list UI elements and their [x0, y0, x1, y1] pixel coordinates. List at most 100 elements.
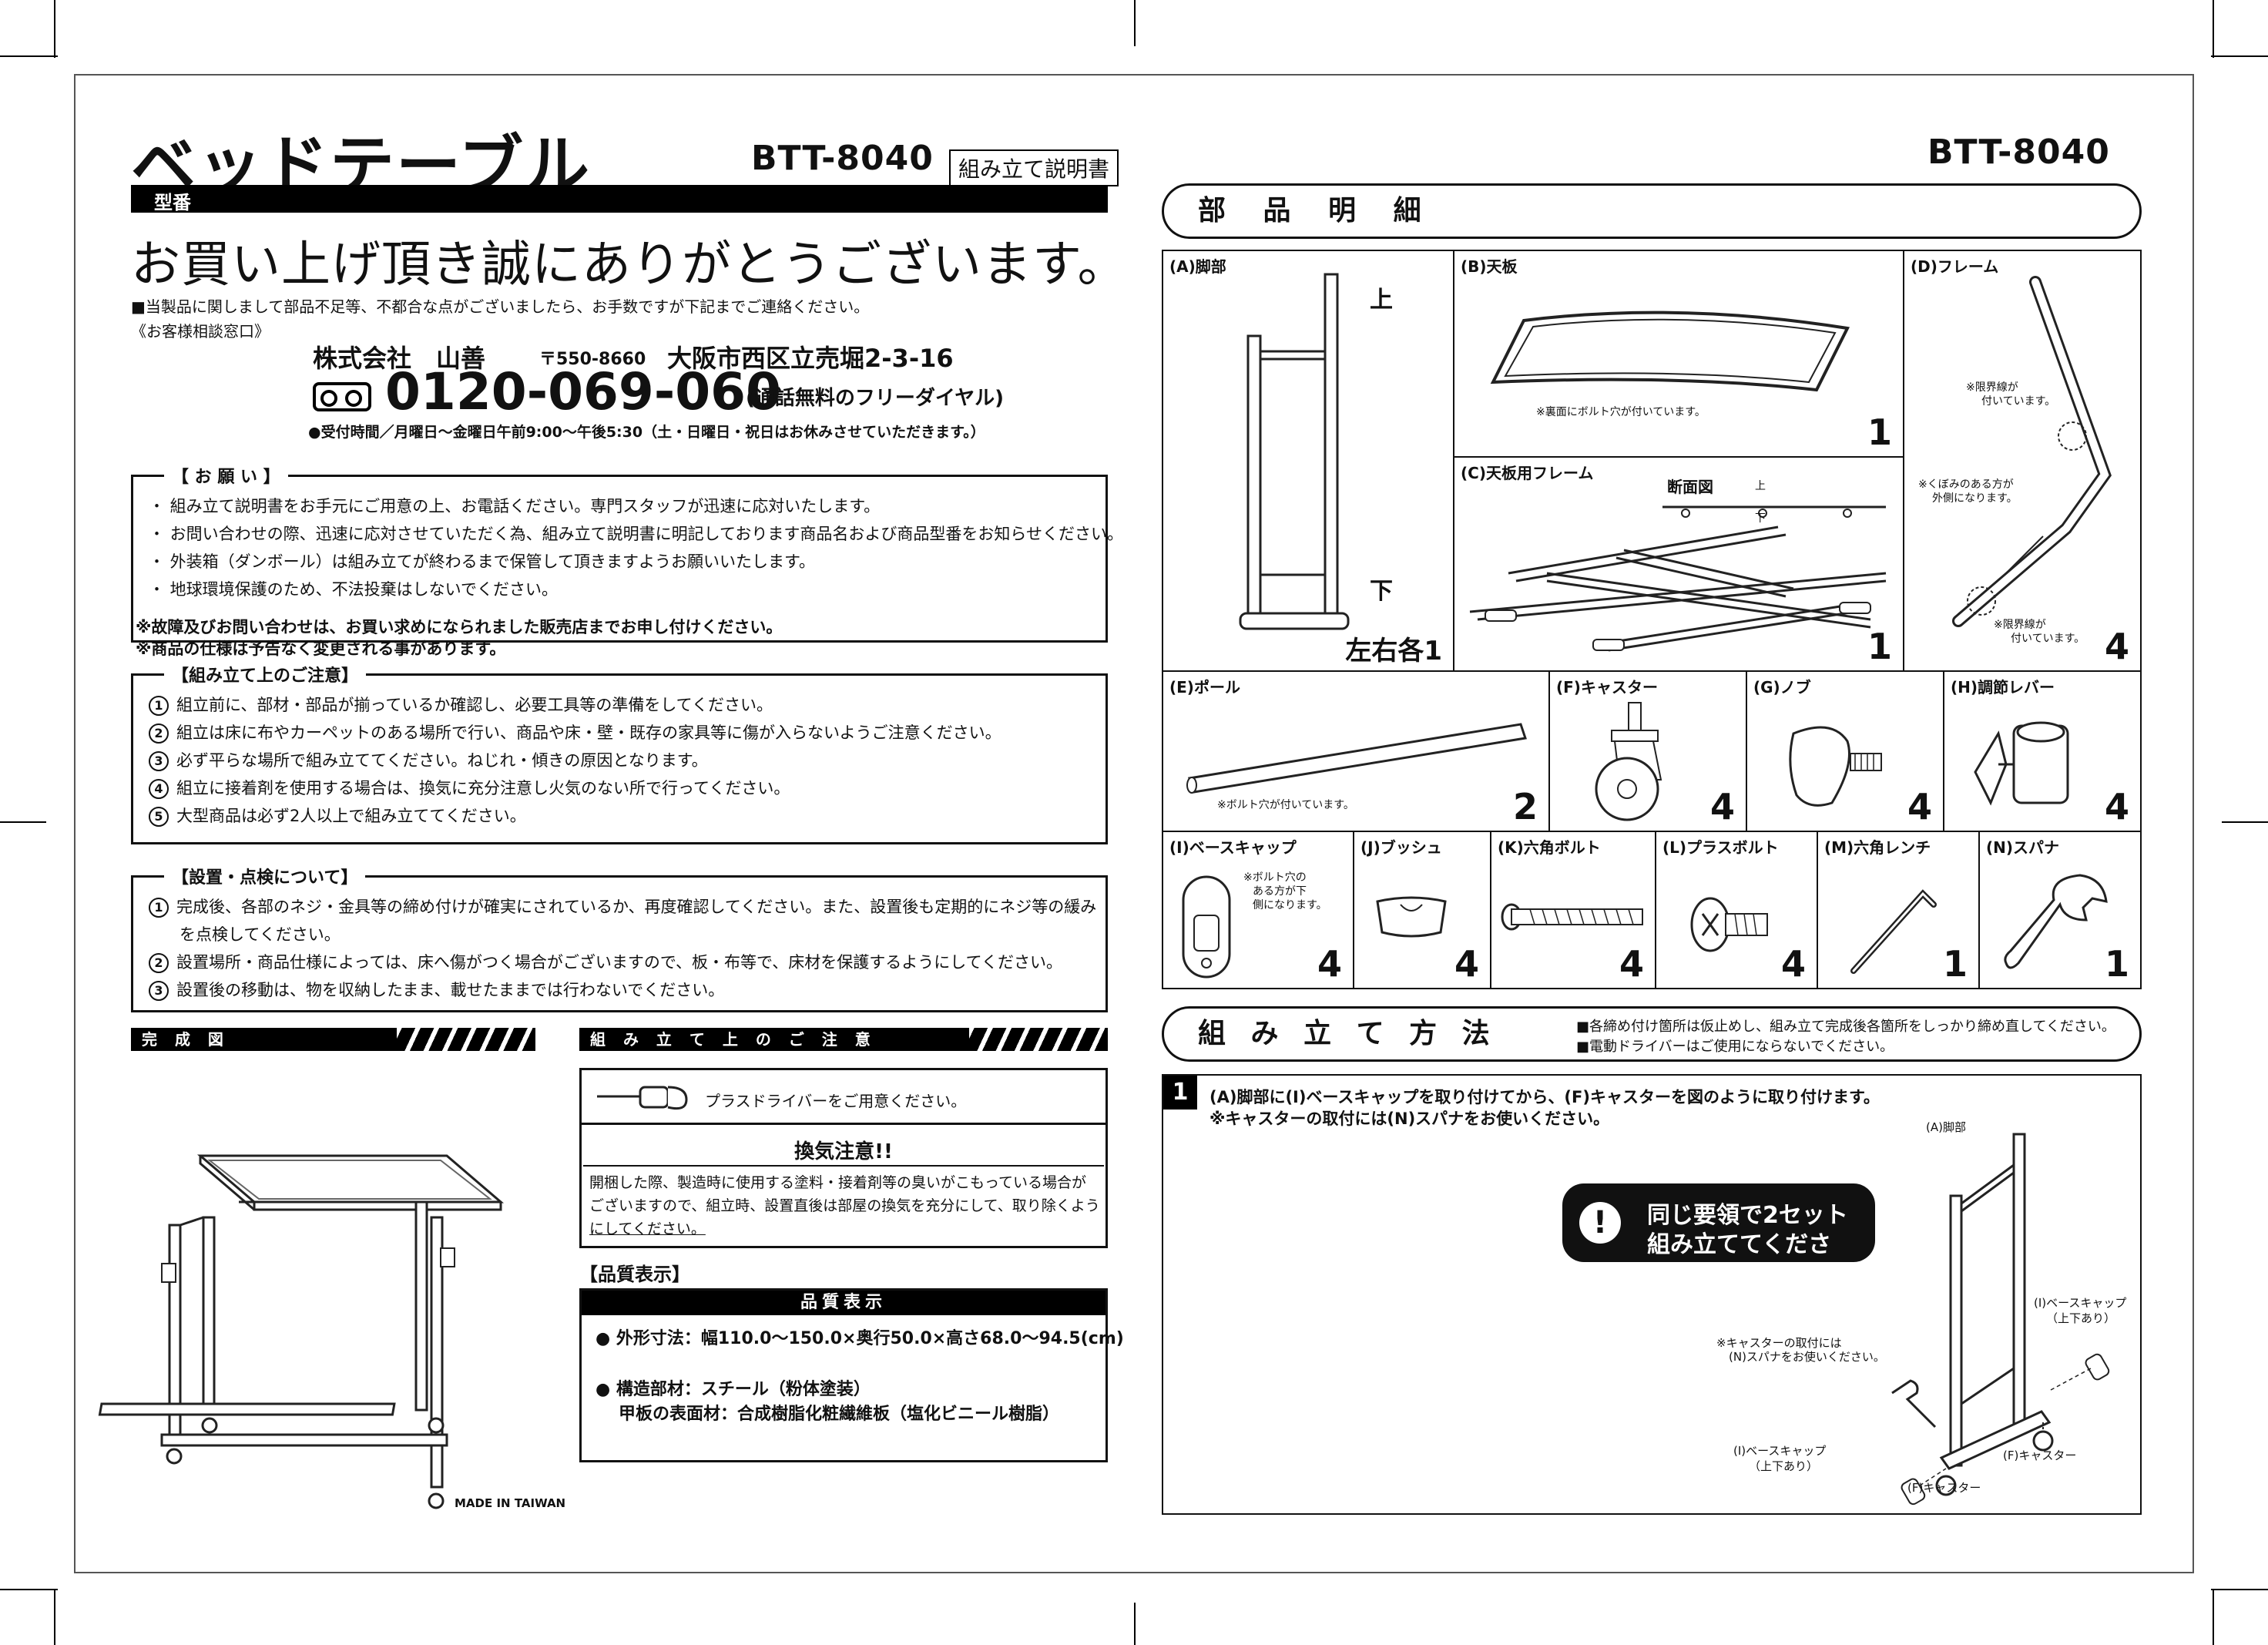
crop-mark [2211, 1589, 2268, 1590]
parts-title: 部 品 明 細 [1162, 183, 2142, 239]
part-L-cell: (L)プラスボルト 4 [1655, 831, 1818, 989]
label-spanner: (N)スパナをお使いください。 [1729, 1350, 1885, 1364]
part-E-cell: (E)ポール ※ボルト穴が付いています。 2 [1162, 670, 1550, 832]
address: 大阪市西区立売堀2-3-16 [667, 344, 954, 373]
part-I-note: ある方が下 [1253, 885, 1307, 898]
spanner-icon [2004, 874, 2108, 969]
part-I-label: (I)ベースキャップ [1169, 838, 1297, 857]
request-item: ・ 組み立て説明書をお手元にご用意の上、お電話ください。専門スタッフが迅速に応対… [149, 497, 881, 515]
label-base-cap-right: (I)ベースキャップ [2034, 1296, 2127, 1310]
part-M-label: (M)六角レンチ [1824, 838, 1931, 857]
part-K-label: (K)六角ボルト [1498, 838, 1601, 857]
part-K-cell: (K)六角ボルト 4 [1490, 831, 1656, 989]
leg-frame-icon [1239, 273, 1350, 630]
part-I-note: ※ボルト穴の [1243, 871, 1307, 884]
tabletop-icon [1490, 311, 1850, 392]
part-D-note: 付いています。 [1981, 395, 2056, 408]
quality-box: 品質表示 ● 外形寸法：幅110.0～150.0×奥行50.0×高さ68.0～9… [579, 1288, 1124, 1462]
part-A-qty: 左右各1 [1345, 636, 1442, 666]
crop-mark [1134, 0, 1136, 46]
label-caster-bottom: (F)キャスター [1907, 1481, 1981, 1495]
lever-icon [1974, 721, 2069, 806]
part-D-note: 付いています。 [2011, 633, 2085, 645]
model-bar: 型番 [131, 185, 1108, 213]
driver-note-text: プラスドライバーをご用意ください。 [705, 1092, 967, 1110]
contact-notice: ■当製品に関しまして部品不足等、不都合な点がございましたら、お手数ですが下記まで… [131, 297, 870, 316]
method-note: ■電動ドライバーはご使用にならないでください。 [1576, 1039, 1894, 1055]
postal-code: 〒550-8660 [539, 350, 646, 369]
part-D-note: 外側になります。 [1932, 492, 2018, 505]
quality-surface: 甲板の表面材：合成樹脂化粧繊維板（塩化ビニール樹脂） [619, 1405, 1060, 1424]
assembly-notes-bar: 組 み 立 て 上 の ご 注 意 [579, 1028, 1108, 1051]
base-cap-icon [1182, 875, 1231, 979]
crop-mark [2222, 821, 2268, 823]
model-number-left: BTT-8040 [751, 139, 934, 178]
part-C-up: 上 [1755, 480, 1766, 492]
knob-icon [1789, 726, 1882, 807]
installation-title: 【設置・点検について】 [164, 864, 366, 888]
pole-icon [1186, 723, 1527, 794]
completed-bar: 完 成 図 [131, 1028, 535, 1051]
driver-note-box: プラスドライバーをご用意ください。 [579, 1068, 1108, 1125]
stripe-decoration [969, 1028, 1108, 1051]
made-in-label: MADE IN TAIWAN [455, 1496, 566, 1510]
crop-mark [2213, 1589, 2214, 1645]
crop-mark [2211, 55, 2268, 57]
request-title: 【 お 願 い 】 [164, 463, 288, 488]
top-frame-icon [1469, 525, 1887, 652]
part-F-qty: 4 [1709, 786, 1735, 828]
ventilation-title: 換気注意!! [794, 1140, 893, 1163]
part-N-label: (N)スパナ [1986, 838, 2060, 857]
completed-bar-label: 完 成 図 [142, 1030, 230, 1049]
request-item: ・ 地球環境保護のため、不法投棄はしないでください。 [149, 580, 559, 599]
quality-heading: 【品質表示】 [579, 1264, 690, 1285]
part-I-note: 側になります。 [1253, 899, 1327, 911]
part-B-label: (B)天板 [1461, 257, 1518, 276]
screwdriver-icon [597, 1086, 688, 1110]
part-H-qty: 4 [2104, 786, 2129, 828]
part-J-qty: 4 [1454, 943, 1479, 985]
label-leg: (A)脚部 [1926, 1120, 1966, 1134]
part-C-label: (C)天板用フレーム [1461, 464, 1594, 482]
ventilation-line: 開梱した際、製造時に使用する塗料・接着剤等の臭いがこもっている場合が [589, 1174, 1087, 1191]
request-item: ・ 外装箱（ダンボール）は組み立てが終わるまで保管して頂きますようお願いいたしま… [149, 552, 815, 571]
part-D-qty: 4 [2104, 626, 2129, 667]
part-D-note: ※くぼみのある方が [1918, 478, 2014, 491]
thanks-message: お買い上げ頂き誠にありがとうございます。 [131, 237, 1128, 294]
part-L-label: (L)プラスボルト [1662, 838, 1779, 857]
note-line: ※故障及びお問い合わせは、お買い求めになられました販売店までお申し付けください。 [136, 618, 783, 636]
company-name: 株式会社 山善 [313, 344, 486, 373]
part-I-qty: 4 [1317, 943, 1342, 985]
crop-mark [1134, 1603, 1136, 1645]
freedial-icon [313, 382, 371, 411]
part-C-qty: 1 [1867, 626, 1892, 667]
part-I-cell: (I)ベースキャップ ※ボルト穴の ある方が下 側になります。 4 [1162, 831, 1354, 989]
label-base-cap-left: (I)ベースキャップ [1733, 1444, 1827, 1458]
step-number: 1 [1163, 1076, 1197, 1110]
part-B-cell: (B)天板 ※裏面にボルト穴が付いています。 1 [1453, 250, 1904, 458]
part-E-note: ※ボルト穴が付いています。 [1217, 799, 1354, 811]
part-B-note: ※裏面にボルト穴が付いています。 [1536, 406, 1706, 418]
phillips-bolt-icon [1690, 897, 1768, 952]
part-L-qty: 4 [1780, 943, 1806, 985]
part-A-up: 上 [1370, 287, 1393, 314]
assembly-notes-bar-label: 組 み 立 て 上 の ご 注 意 [590, 1030, 877, 1049]
part-E-qty: 2 [1512, 786, 1538, 828]
part-D-cell: (D)フレーム ※限界線が 付いています。 ※くぼみのある方が 外側になります。… [1903, 250, 2142, 672]
phone-number[interactable]: 0120-069-060 [385, 362, 782, 421]
repeat-callout: ! 同じ要領で2セット 組み立ててください。 [1562, 1183, 1875, 1292]
model-number-right: BTT-8040 [1927, 133, 2110, 172]
crop-mark [54, 1589, 55, 1645]
part-C-section: 断面図 [1667, 478, 1713, 496]
ventilation-line: ございますので、組立時、設置直後は部屋の換気を充分にして、取り除くよう [589, 1197, 1100, 1214]
assembly-cautions-title: 【組み立て上のご注意】 [164, 662, 367, 687]
part-N-cell: (N)スパナ 1 [1978, 831, 2142, 989]
